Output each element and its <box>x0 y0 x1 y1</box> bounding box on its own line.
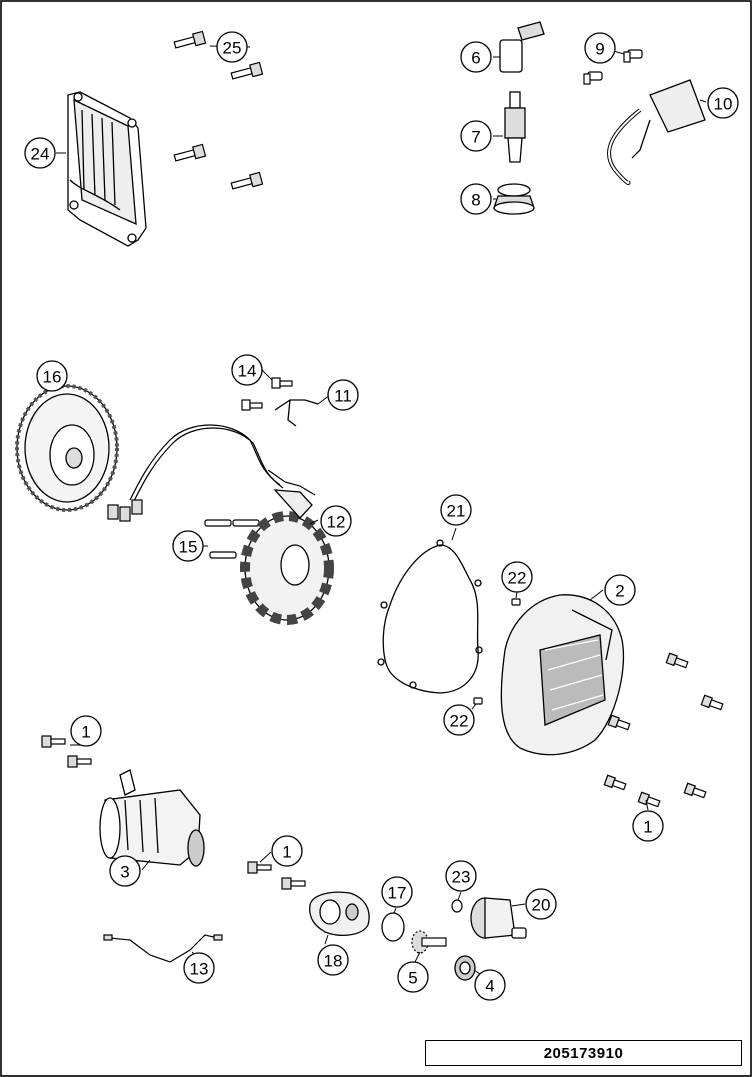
callout-label: 1 <box>643 818 652 837</box>
callout-21: 21 <box>440 494 472 526</box>
part-24-control-unit <box>67 91 147 247</box>
callout-label: 8 <box>471 191 480 210</box>
callout-label: 22 <box>450 712 469 731</box>
callout-label: 10 <box>714 95 733 114</box>
part-2-cover <box>500 594 625 756</box>
callout-label: 7 <box>471 128 480 147</box>
callout-label: 23 <box>452 868 471 887</box>
callout-5: 5 <box>397 961 429 993</box>
callout-23: 23 <box>445 860 477 892</box>
callout-22-lower: 22 <box>443 704 475 736</box>
part-3-starter-motor <box>99 769 205 867</box>
callout-3: 3 <box>109 855 141 887</box>
callout-label: 20 <box>532 896 551 915</box>
part-13-cable <box>103 934 223 963</box>
callout-label: 11 <box>334 387 352 406</box>
callout-label: 2 <box>615 582 624 601</box>
part-1-starter-bolts <box>41 735 92 768</box>
callout-20: 20 <box>525 888 557 920</box>
callout-17: 17 <box>381 876 413 908</box>
callout-label: 22 <box>508 569 527 588</box>
callout-16: 16 <box>36 360 68 392</box>
part-10-ignition-coil <box>607 79 706 186</box>
part-8-boot <box>493 183 535 215</box>
part-11-bracket <box>274 399 319 427</box>
callout-1-cover: 1 <box>632 810 664 842</box>
callout-1-drive: 1 <box>271 835 303 867</box>
part-14-screws <box>241 377 293 411</box>
callout-label: 14 <box>238 362 257 381</box>
callout-4: 4 <box>474 969 506 1001</box>
part-16-flywheel <box>15 384 119 512</box>
part-5-shaft-gear <box>411 930 447 954</box>
callout-25: 25 <box>216 31 248 63</box>
callout-label: 5 <box>408 969 417 988</box>
callout-12: 12 <box>320 505 352 537</box>
document-number-box: 205173910 <box>425 1040 742 1066</box>
part-1-drive-bolts <box>247 861 306 890</box>
callout-label: 18 <box>324 952 343 971</box>
part-4-bearing <box>454 955 476 981</box>
callout-label: 1 <box>81 723 90 742</box>
callout-label: 15 <box>179 538 198 557</box>
callout-8: 8 <box>460 183 492 215</box>
callout-10: 10 <box>707 87 739 119</box>
callout-2: 2 <box>604 574 636 606</box>
callout-1-starter: 1 <box>70 715 102 747</box>
callout-label: 25 <box>223 39 242 58</box>
callout-label: 16 <box>43 368 62 387</box>
part-18-housing <box>309 891 370 936</box>
part-25-bolts <box>173 30 264 190</box>
stator-wiring <box>107 424 316 522</box>
callout-24: 24 <box>24 137 56 169</box>
callout-label: 1 <box>282 843 291 862</box>
callout-15: 15 <box>172 530 204 562</box>
callout-label: 4 <box>485 977 494 996</box>
part-23-washer <box>451 899 463 913</box>
callout-22-upper: 22 <box>501 561 533 593</box>
part-21-gasket <box>377 539 483 694</box>
part-9-screws <box>583 49 643 85</box>
callout-6: 6 <box>460 41 492 73</box>
callout-label: 9 <box>595 40 604 59</box>
document-number: 205173910 <box>543 1044 624 1062</box>
callout-14: 14 <box>231 354 263 386</box>
callout-label: 21 <box>447 502 466 521</box>
part-17-o-ring <box>381 912 405 942</box>
part-7-spark-plug <box>504 91 526 163</box>
leader-lines <box>55 45 707 975</box>
part-20-freewheel <box>470 897 527 939</box>
part-6-spark-plug-cap <box>499 21 545 73</box>
callout-9: 9 <box>584 32 616 64</box>
callout-11: 11 <box>327 379 359 411</box>
callout-label: 17 <box>388 884 407 903</box>
callout-18: 18 <box>317 944 349 976</box>
callout-13: 13 <box>183 952 215 984</box>
callout-7: 7 <box>460 120 492 152</box>
callout-label: 6 <box>471 49 480 68</box>
callout-label: 12 <box>327 513 346 532</box>
part-1-cover-bolts <box>603 652 724 808</box>
callout-label: 13 <box>190 960 209 979</box>
callout-label: 3 <box>120 863 129 882</box>
part-22-dowels <box>473 598 521 705</box>
part-15-screws <box>204 519 260 559</box>
part-12-stator <box>240 489 334 625</box>
callout-label: 24 <box>31 145 50 164</box>
